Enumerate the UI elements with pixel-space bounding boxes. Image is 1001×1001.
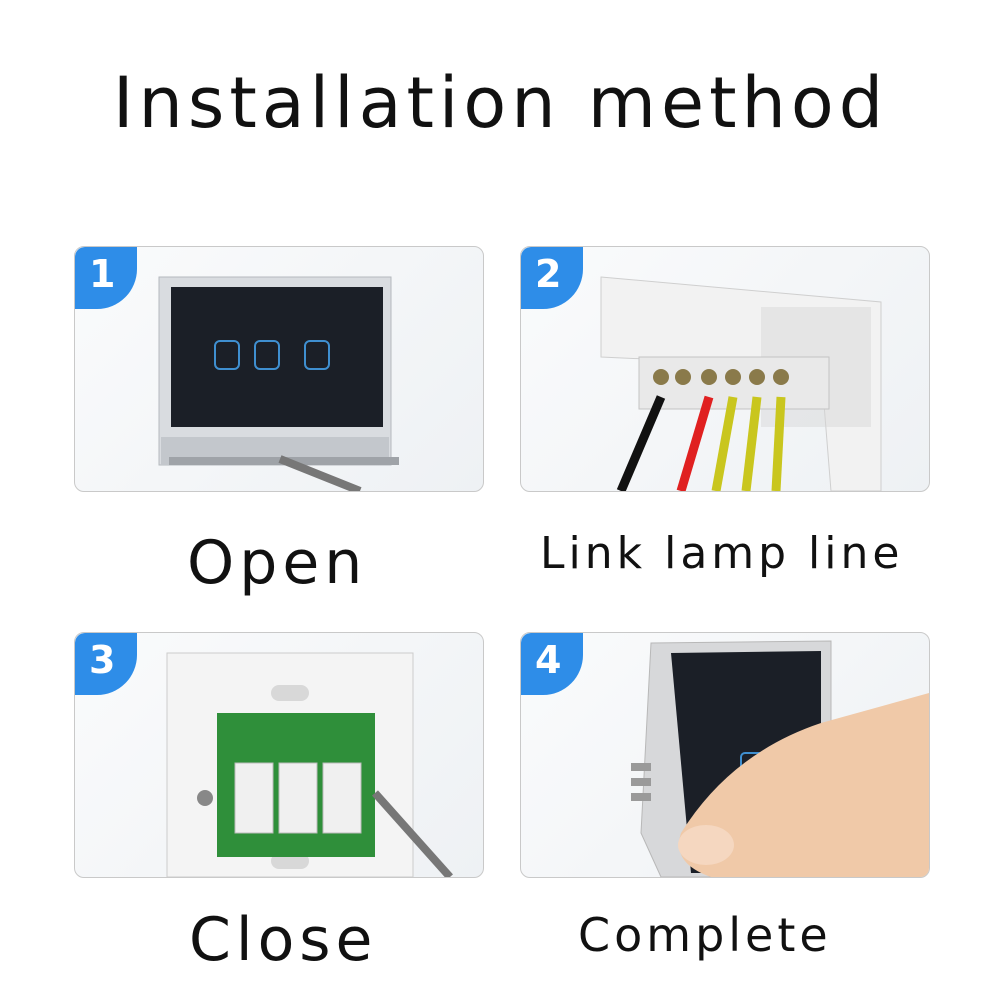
step-3-caption: Close	[189, 905, 378, 975]
page-title: Installation method	[112, 62, 889, 144]
open-switch-illustration	[158, 276, 399, 491]
complete-switch-illustration	[631, 640, 929, 877]
step-1-panel: 1	[74, 246, 484, 492]
close-switch-illustration	[166, 652, 453, 877]
step-1-caption: Open	[187, 528, 368, 598]
step-3-badge: 3	[75, 633, 137, 695]
step-2-panel: 2	[520, 246, 930, 492]
step-4-number: 4	[535, 638, 562, 682]
step-2-number: 2	[535, 252, 562, 296]
step-1-number: 1	[89, 252, 116, 296]
step-2-caption: Link lamp line	[540, 528, 904, 579]
step-3-number: 3	[89, 638, 116, 682]
step-3-panel: 3	[74, 632, 484, 878]
wiring-illustration	[600, 276, 882, 491]
step-1-badge: 1	[75, 247, 137, 309]
step-4-panel: 4	[520, 632, 930, 878]
step-4-caption: Complete	[578, 908, 832, 962]
